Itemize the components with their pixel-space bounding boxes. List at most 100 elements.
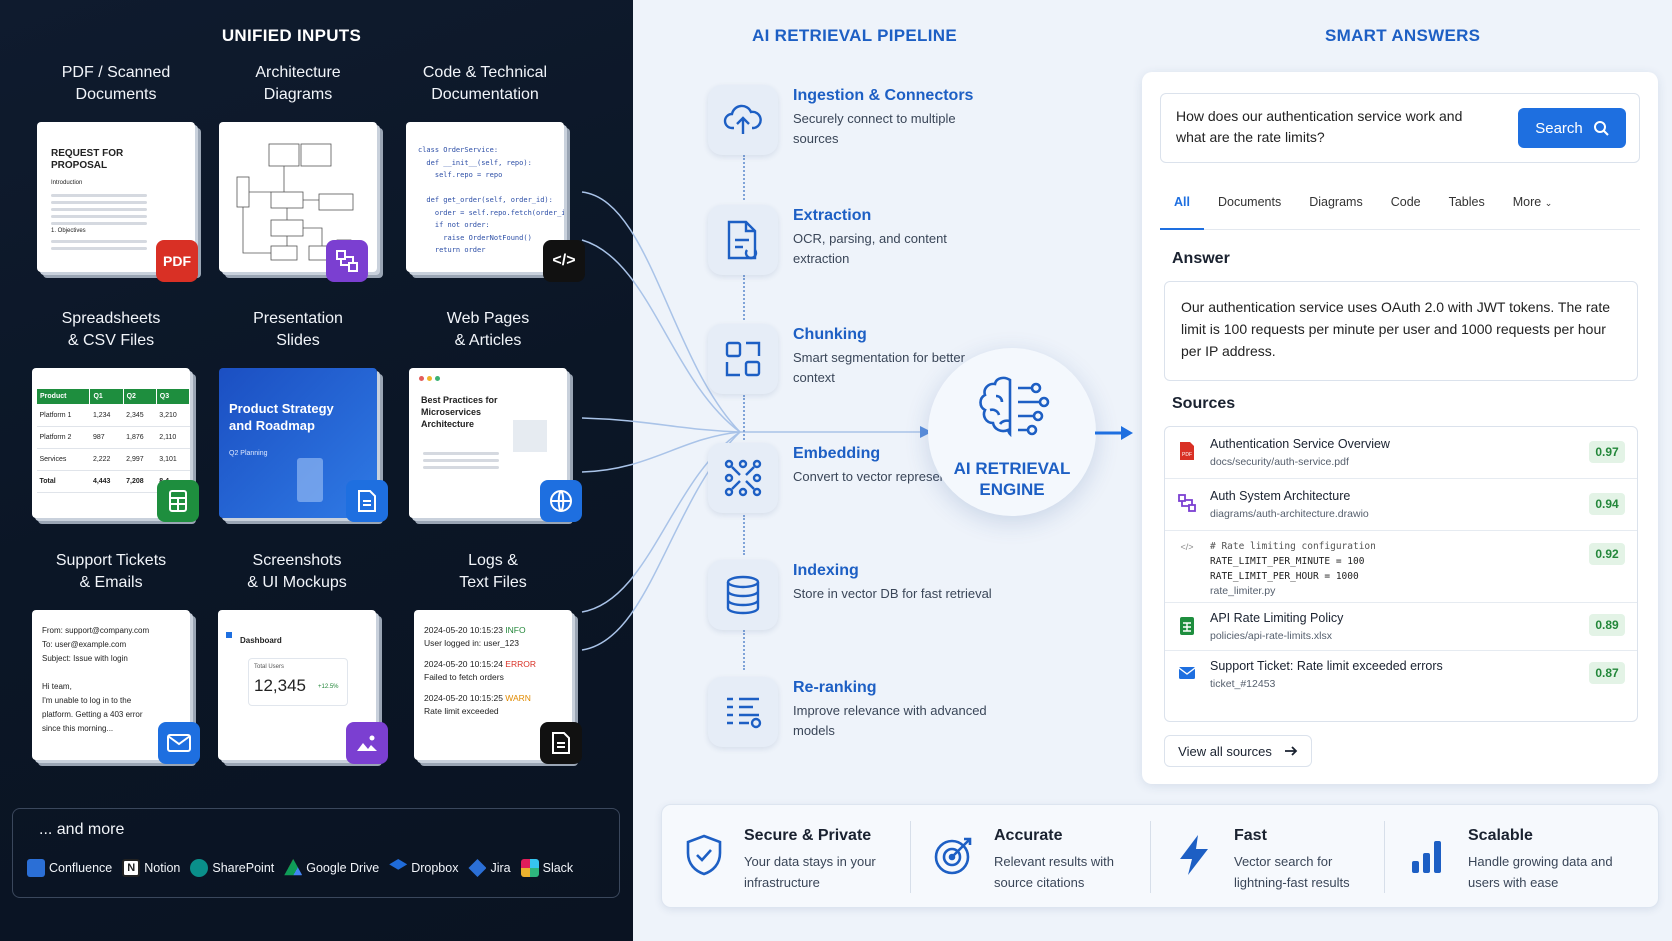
chevron-down-icon: ⌄ — [1544, 198, 1553, 208]
features-bar: Secure & Private Your data stays in your… — [661, 804, 1659, 908]
feature-fast: Fast Vector search for lightning-fast re… — [1152, 805, 1387, 909]
relevance-score: 0.92 — [1589, 543, 1625, 565]
brand-dropbox[interactable]: Dropbox — [389, 859, 458, 877]
email-line — [42, 666, 149, 680]
relevance-score: 0.94 — [1589, 493, 1625, 515]
pipeline-connector — [743, 515, 745, 555]
result-tabs: All Documents Diagrams Code Tables More … — [1160, 190, 1640, 230]
email-line: since this morning... — [42, 724, 114, 733]
source-item[interactable]: Auth System Architecture diagrams/auth-a… — [1165, 479, 1637, 531]
code-snippet: # Rate limiting configuration RATE_LIMIT… — [1210, 541, 1376, 582]
answers-title: SMART ANSWERS — [1325, 26, 1481, 45]
sheet-cell: 3,210 — [156, 404, 190, 427]
code-line — [418, 182, 564, 195]
ranking-icon — [708, 677, 778, 747]
sheet-header-cell: Q3 — [155, 388, 190, 405]
source-item[interactable]: API Rate Limiting Policy policies/api-ra… — [1165, 603, 1637, 651]
brand-sharepoint[interactable]: SharePoint — [190, 859, 274, 877]
tile-web: Web Pages & Articles Best Practices for … — [398, 308, 582, 522]
mail-icon — [158, 722, 200, 764]
brand-slack[interactable]: Slack — [520, 859, 573, 877]
code-line: def get_order(self, order_id): — [418, 196, 553, 204]
search-input[interactable]: How does our authentication service work… — [1176, 108, 1463, 145]
code-card: class OrderService: def __init__(self, r… — [406, 122, 564, 272]
email-line: I'm unable to log in to the — [42, 696, 132, 705]
sheet-cell: 1,876 — [123, 426, 157, 449]
step-ingestion: Ingestion & Connectors Securely connect … — [708, 85, 998, 163]
shield-icon — [686, 834, 722, 876]
tab-code[interactable]: Code — [1390, 195, 1421, 209]
sources-list: PDF Authentication Service Overview docs… — [1164, 426, 1638, 722]
pipeline-connector — [743, 155, 745, 200]
database-icon — [708, 560, 778, 630]
sheet-cell: Total — [36, 470, 90, 493]
tile-logs: Logs & Text Files 2024-05-20 10:15:23 IN… — [403, 550, 583, 764]
source-item[interactable]: PDF Authentication Service Overview docs… — [1165, 427, 1637, 479]
sheet-cell: 1,234 — [89, 404, 124, 427]
code-line: class OrderService: — [418, 146, 499, 154]
tile-support: Support Tickets & Emails From: support@c… — [21, 550, 201, 764]
sheet-cell: 4,443 — [89, 470, 124, 493]
brand-confluence[interactable]: Confluence — [27, 859, 112, 877]
code-icon: </> — [543, 240, 585, 282]
tile-label: PDF / Scanned Documents — [61, 64, 171, 103]
source-item[interactable]: Support Ticket: Rate limit exceeded erro… — [1165, 651, 1637, 721]
feature-secure: Secure & Private Your data stays in your… — [662, 805, 897, 909]
document-extract-icon — [708, 205, 778, 275]
answer-text: Our authentication service uses OAuth 2.… — [1164, 281, 1638, 381]
step-indexing: Indexing Store in vector DB for fast ret… — [708, 560, 998, 638]
more-label: ... and more — [39, 821, 125, 838]
notion-icon: N — [122, 859, 141, 877]
engine-label: AI RETRIEVAL ENGINE — [953, 459, 1071, 499]
pipeline-title: AI RETRIEVAL PIPELINE — [752, 26, 957, 45]
feature-accurate: Accurate Relevant results with source ci… — [912, 805, 1147, 909]
email-line: platform. Getting a 403 error — [42, 710, 143, 719]
unified-inputs-panel: UNIFIED INPUTS PDF / Scanned Documents R… — [0, 0, 633, 941]
jira-icon — [468, 859, 487, 877]
tab-diagrams[interactable]: Diagrams — [1309, 195, 1363, 209]
smart-answers-panel: How does our authentication service work… — [1142, 72, 1658, 784]
step-embedding: Embedding Convert to vector representati… — [708, 443, 998, 521]
feature-divider — [1384, 821, 1385, 893]
google-drive-icon — [284, 859, 303, 876]
search-button[interactable]: Search — [1518, 108, 1626, 148]
tile-label: Code & Technical Documentation — [422, 64, 548, 103]
code-line: raise OrderNotFound() — [418, 233, 532, 242]
relevance-score: 0.89 — [1589, 614, 1625, 636]
email-line: Subject: Issue with login — [42, 654, 128, 663]
code-line: def __init__(self, repo): — [418, 158, 532, 167]
tile-label: Web Pages & Articles — [446, 310, 530, 349]
tab-documents[interactable]: Documents — [1217, 195, 1282, 209]
sheet-header-cell: Q1 — [89, 388, 124, 405]
tile-label: Spreadsheets & CSV Files — [61, 310, 161, 349]
search-icon — [1593, 121, 1609, 136]
tab-tables[interactable]: Tables — [1448, 195, 1485, 209]
brand-google-drive[interactable]: Google Drive — [284, 859, 379, 877]
pdf-card: REQUEST FOR PROPOSAL Introduction 1. Obj… — [37, 122, 195, 272]
view-all-sources-button[interactable]: View all sources — [1164, 735, 1312, 767]
ai-retrieval-engine: AI RETRIEVAL ENGINE — [928, 348, 1096, 516]
spreadsheet-icon — [157, 480, 199, 522]
brand-jira[interactable]: Jira — [468, 859, 511, 877]
brain-icon — [979, 376, 1050, 438]
email-line: Hi team, — [42, 682, 72, 691]
pdf-icon: PDF — [1177, 441, 1197, 461]
tile-architecture: Architecture Diagrams — [208, 62, 388, 282]
sheet-header-cell: Q2 — [122, 388, 157, 405]
answer-heading: Answer — [1172, 250, 1230, 267]
code-line: self.repo = repo — [418, 171, 503, 179]
feature-divider — [1150, 821, 1151, 893]
email-line: From: support@company.com — [42, 626, 150, 635]
tab-all[interactable]: All — [1160, 190, 1204, 230]
source-item[interactable]: </> # Rate limiting configuration RATE_L… — [1165, 531, 1637, 603]
pipeline-connector — [743, 630, 745, 670]
sheet-cell: 2,345 — [123, 404, 157, 427]
tab-more[interactable]: More ⌄ — [1512, 195, 1553, 209]
